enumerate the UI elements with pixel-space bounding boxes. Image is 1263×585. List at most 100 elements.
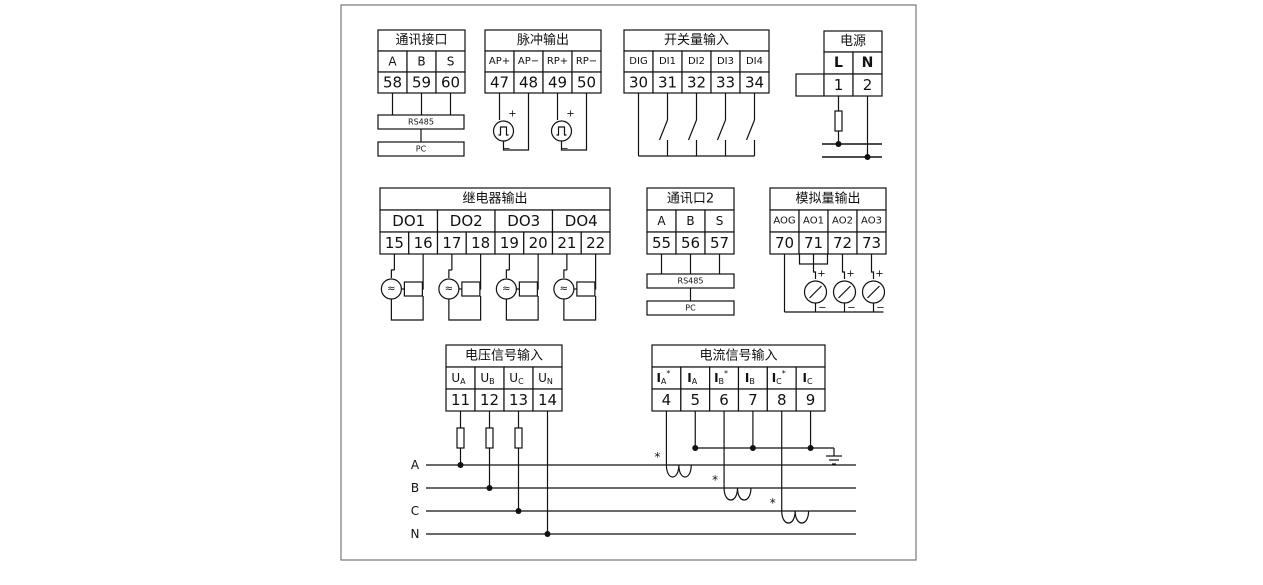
analog-minus-sign: − (876, 303, 884, 314)
pulse-generator-icon (492, 120, 515, 142)
relay-wire (390, 269, 395, 278)
voltage-terminal-number: 12 (480, 391, 499, 409)
current-terminal-number: 5 (690, 391, 700, 409)
ac-source-symbol: ≈ (502, 284, 510, 295)
comm1-label: S (447, 55, 455, 69)
pulse-label: RP+ (547, 56, 568, 67)
pulse-minus-sign: − (560, 144, 568, 155)
relay-wire (505, 269, 510, 278)
analog-label: AO1 (803, 216, 824, 227)
phase-label: N (411, 527, 420, 541)
power-label: N (862, 55, 874, 71)
current-label-sub: C (807, 377, 813, 386)
current-terminal-number: 9 (806, 391, 816, 409)
relay-wire (563, 296, 597, 321)
relay-terminal-number: 21 (557, 234, 576, 252)
current-terminal-number: 4 (662, 391, 672, 409)
relay-terminal-number: 19 (500, 234, 519, 252)
current-label-main: I (803, 371, 807, 385)
switch-contact-icon (687, 119, 698, 141)
current-label: IC (803, 371, 813, 386)
analog-wire-plus (812, 254, 817, 279)
ct-coil-icon (781, 510, 810, 524)
power-terminal-number: 2 (863, 76, 873, 94)
pulse-terminal-number: 47 (490, 74, 509, 92)
current-label-sub: B (749, 377, 755, 386)
comm2-title: 通讯口2 (667, 192, 714, 207)
switch_in-terminal-number: 32 (687, 74, 706, 92)
pulse-label: RP− (576, 56, 597, 67)
analog-plus-sign: + (846, 269, 854, 280)
power-terminal-number: 1 (834, 76, 844, 94)
switch_in-label: DI2 (688, 56, 705, 67)
comm1-pc-label: PC (416, 145, 427, 154)
relay-load-icon (403, 281, 423, 297)
current-label-main: I (745, 371, 749, 385)
relay-terminal-number: 18 (471, 234, 490, 252)
ac-source-symbol: ≈ (445, 284, 453, 295)
switch_in-label: DI3 (717, 56, 734, 67)
comm2-pc-label: PC (685, 304, 696, 313)
pulse-generator-icon (550, 120, 573, 142)
relay-terminal-number: 16 (414, 234, 433, 252)
relay-group-label: DO4 (565, 212, 598, 230)
analog-terminal-number: 71 (804, 234, 823, 252)
relay-wire (390, 296, 424, 321)
switch_in-label: DIG (629, 56, 647, 67)
power-fuse-icon (834, 110, 843, 132)
ac-source-symbol: ≈ (387, 284, 395, 295)
voltage-label-sub: A (460, 377, 466, 386)
power-title: 电源 (840, 34, 866, 49)
comm2-terminal-number: 57 (710, 234, 729, 252)
analog-label: AO2 (832, 216, 853, 227)
pulse-plus-sign: + (566, 109, 574, 120)
ammeter-needle-icon (867, 285, 880, 299)
analog-plus-sign: + (817, 269, 825, 280)
comm2-label: B (686, 214, 694, 228)
voltage-fuse-icon (485, 427, 494, 449)
pulse-wave-icon (556, 126, 567, 136)
current-title: 电流信号输入 (699, 348, 777, 364)
current-label-main: I (772, 371, 776, 385)
voltage-label: UA (451, 371, 466, 386)
switch_in-terminal-number: 34 (745, 74, 764, 92)
voltage-fuse-icon (514, 427, 523, 449)
comm2-terminal-number: 55 (652, 234, 671, 252)
ct-polarity-mark: * (712, 473, 718, 487)
comm1-rs485-label: RS485 (408, 118, 434, 127)
relay-wire (563, 269, 567, 278)
pulse-label: AP− (518, 56, 539, 67)
relay-wire (479, 278, 482, 290)
diagram-frame (340, 4, 917, 561)
relay-group-label: DO1 (392, 212, 425, 230)
switch-contact-icon (745, 119, 756, 141)
voltage-fuse-icon (456, 427, 465, 449)
current-label-star: * (666, 369, 670, 378)
pulse-wire-minus (560, 93, 588, 151)
voltage-label: UC (509, 371, 524, 386)
current-label-star: * (724, 369, 728, 378)
current-label-main: I (714, 371, 718, 385)
relay-wire (537, 278, 539, 290)
current-label-sub: C (776, 377, 782, 386)
ct-coil-icon (665, 464, 692, 478)
relay-wire (422, 278, 424, 290)
switch_in-label: DI1 (659, 56, 676, 67)
analog-minus-sign: − (847, 303, 855, 314)
pulse-plus-sign: + (508, 109, 516, 120)
voltage-label-main: U (538, 371, 547, 385)
analog-label: AO3 (861, 216, 882, 227)
phase-label: B (411, 481, 419, 495)
ammeter-needle-icon (809, 285, 822, 299)
ammeter-needle-icon (838, 285, 851, 299)
power-side-cell (795, 73, 825, 97)
current-label-star: * (782, 369, 786, 378)
current-label: IB* (714, 369, 728, 386)
current-label: IB (745, 371, 755, 386)
ct-polarity-mark: * (770, 496, 776, 510)
